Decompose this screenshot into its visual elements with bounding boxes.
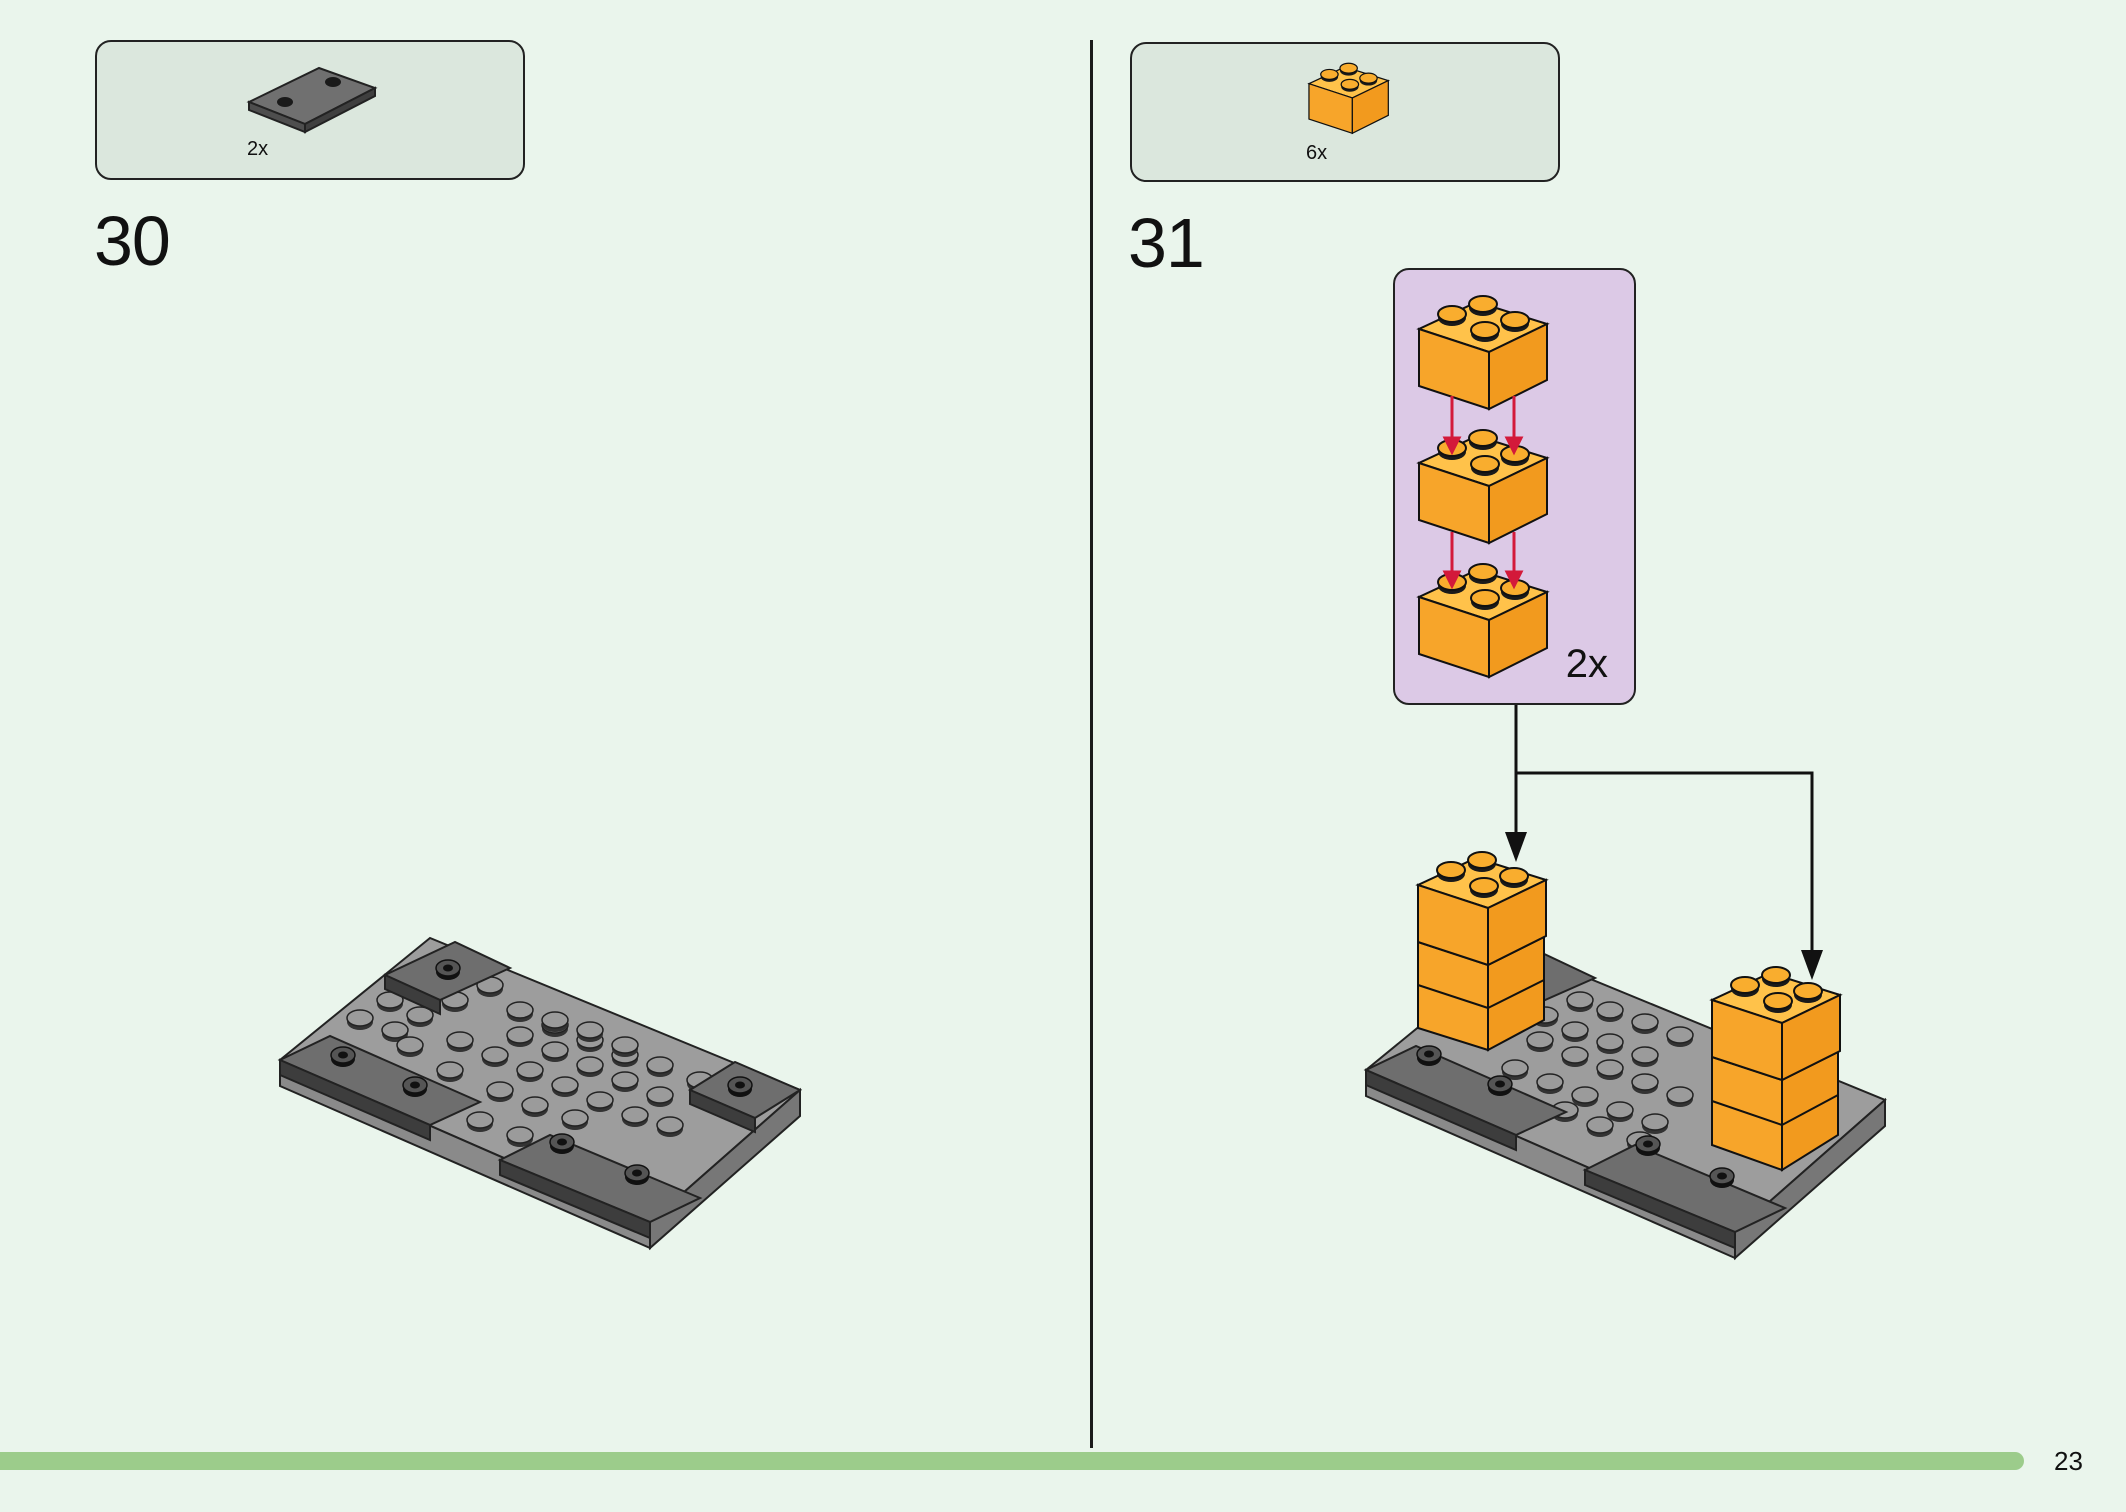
step-number: 31 (1128, 204, 1205, 282)
callout-quantity: 2x (1565, 642, 1608, 686)
page-divider (1090, 40, 1093, 1448)
left-page: 2x 30 (94, 40, 803, 1251)
step-30-model-illustration (277, 936, 803, 1251)
dark-plate-part-icon (246, 66, 378, 134)
part-quantity: 2x (247, 138, 269, 160)
brick-stack-diagram (1418, 295, 1548, 678)
page-number: 23 (2054, 1446, 2083, 1476)
step-31-model-illustration (1363, 705, 1887, 1261)
sub-assembly-callout: 2x (1393, 268, 1636, 705)
footer-progress-bar (0, 1452, 2024, 1470)
step-number: 30 (94, 202, 171, 280)
parts-list-box: 2x (95, 40, 525, 180)
parts-list-box: 6x (1130, 42, 1560, 182)
part-quantity: 6x (1306, 142, 1328, 164)
